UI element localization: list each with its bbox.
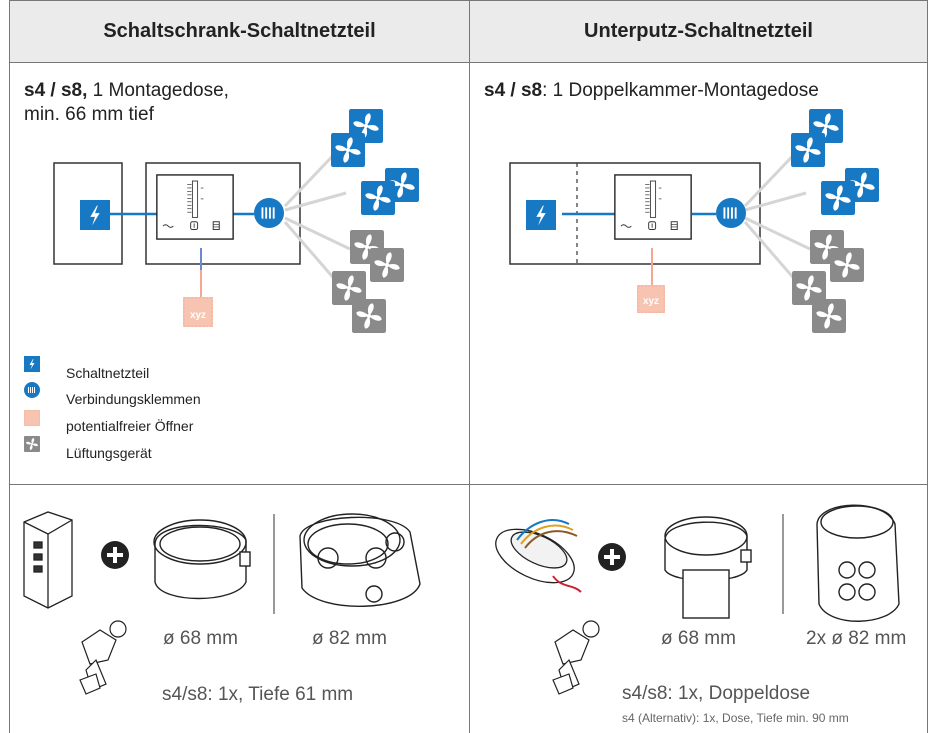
- right-intro-text: : 1 Doppelkammer-Montagedose: [542, 80, 819, 101]
- right-xyz-label: xyz: [643, 296, 659, 307]
- left-intro-bold: s4 / s8,: [24, 80, 88, 101]
- right-intro-bold: s4 / s8: [484, 80, 543, 101]
- right-summary-alt: s4 (Alternativ): 1x, Dose, Tiefe min. 90…: [622, 711, 849, 725]
- xyz-icon: [24, 410, 40, 426]
- left-box2-size: ø 82 mm: [312, 628, 387, 649]
- legend-icons: [24, 356, 40, 452]
- legend-label-power-supply: Schaltnetzteil: [66, 365, 150, 381]
- din-power-supply-icon: [23, 511, 73, 609]
- left-xyz-label: xyz: [190, 310, 206, 321]
- connector-tool-icon: [552, 620, 600, 695]
- right-header-title: Unterputz-Schaltnetzteil: [584, 20, 813, 42]
- left-header-title: Schaltschrank-Schaltnetzteil: [103, 20, 376, 42]
- mounting-box-68-icon: [153, 519, 251, 600]
- terminal-icon: [24, 382, 40, 398]
- right-intro: s4 / s8: 1 Doppelkammer-Montagedose: [484, 80, 819, 102]
- mounting-box-68-deep-icon: [664, 516, 752, 619]
- right-box2-size: 2x ø 82 mm: [806, 628, 907, 649]
- right-summary: s4/s8: 1x, Doppeldose: [622, 683, 811, 704]
- right-wiring-diagram: xyz: [509, 109, 879, 333]
- fan-icon: [830, 248, 864, 282]
- mounting-box-82-icon: [299, 513, 421, 608]
- left-summary: s4/s8: 1x, Tiefe 61 mm: [162, 684, 354, 705]
- right-box1-size: ø 68 mm: [661, 628, 736, 649]
- fan-icon: [812, 299, 846, 333]
- fan-icon: [821, 181, 855, 215]
- left-intro-line2: min. 66 mm tief: [24, 104, 154, 125]
- fan-icon: [791, 133, 825, 167]
- left-box1-size: ø 68 mm: [163, 628, 238, 649]
- left-wiring-diagram: xyz: [53, 109, 419, 333]
- legend-label-fan: Lüftungsgerät: [66, 445, 152, 461]
- double-box-82-icon: [816, 504, 900, 622]
- lightning-icon: [526, 200, 556, 230]
- left-intro-text: 1 Montagedose,: [92, 80, 229, 101]
- fan-icon: [24, 436, 40, 452]
- lightning-icon: [24, 356, 40, 372]
- left-parts-illustration: [23, 511, 421, 695]
- legend-label-terminals: Verbindungsklemmen: [66, 391, 201, 407]
- right-parts-illustration: [495, 504, 900, 695]
- legend-label-contact: potentialfreier Öffner: [66, 418, 194, 434]
- connector-tool-icon: [79, 620, 127, 695]
- flush-power-supply-icon: [495, 528, 575, 584]
- terminal-icon: [716, 198, 746, 228]
- left-column-header: Schaltschrank-Schaltnetzteil: [9, 0, 470, 63]
- left-intro: s4 / s8, 1 Montagedose,: [24, 80, 229, 102]
- control-panel-icon: [614, 174, 692, 240]
